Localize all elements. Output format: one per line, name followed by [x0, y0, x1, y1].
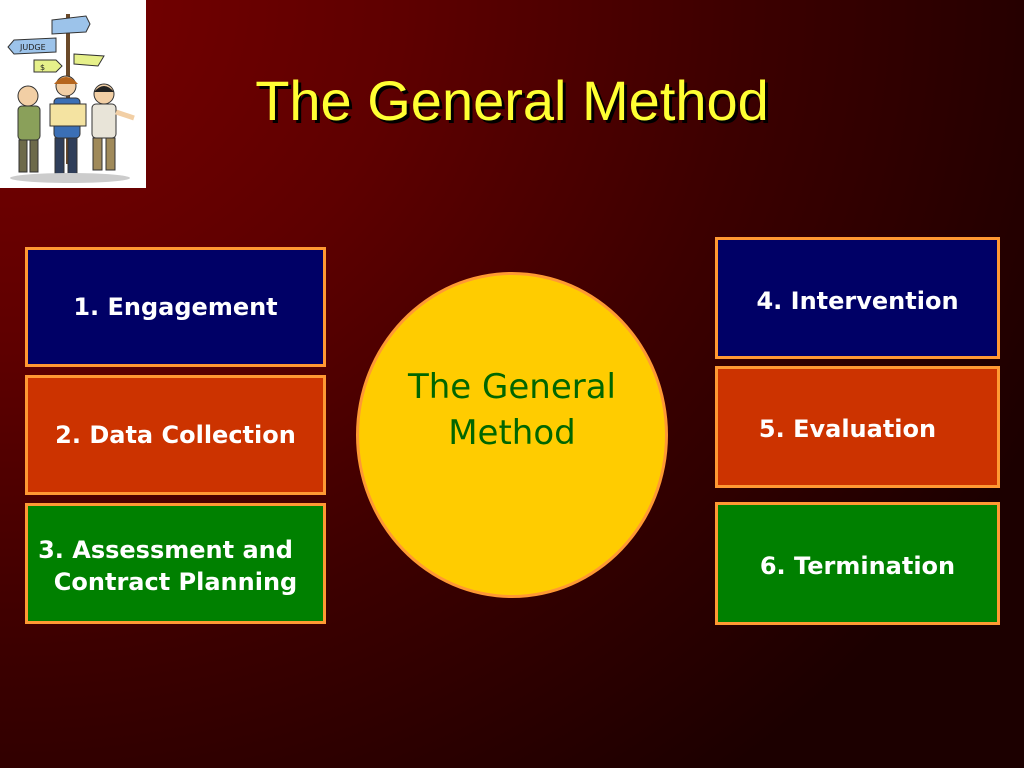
center-label-line1: The General — [407, 367, 617, 407]
step-label-intervention: 4. Intervention — [756, 287, 959, 315]
step-box-evaluation: 5. Evaluation — [715, 366, 1000, 488]
center-label-line2: Method — [448, 413, 576, 453]
center-circle: The General Method — [356, 272, 668, 598]
step-label-evaluation: 5. Evaluation — [758, 415, 937, 443]
sign-text-dollar: $ — [40, 63, 45, 72]
step-box-engagement: 1. Engagement — [25, 247, 326, 367]
slide-title: The General Method — [255, 69, 769, 132]
step-label-data-collection: 2. Data Collection — [55, 421, 296, 449]
clipart-image: JUDGE $ — [0, 0, 146, 188]
sign-text-judge: JUDGE — [19, 43, 46, 52]
step-box-assessment: 3. Assessment and Contract Planning — [25, 503, 326, 624]
step-label-termination: 6. Termination — [759, 552, 956, 580]
step-label-assessment-line2: Contract Planning — [53, 568, 298, 596]
people-at-signpost-icon: JUDGE $ — [7, 14, 135, 183]
step-label-engagement: 1. Engagement — [73, 293, 278, 321]
step-box-termination: 6. Termination — [715, 502, 1000, 625]
step-box-data-collection: 2. Data Collection — [25, 375, 326, 495]
step-label-assessment-line1: 3. Assessment and — [38, 536, 293, 564]
step-box-intervention: 4. Intervention — [715, 237, 1000, 359]
